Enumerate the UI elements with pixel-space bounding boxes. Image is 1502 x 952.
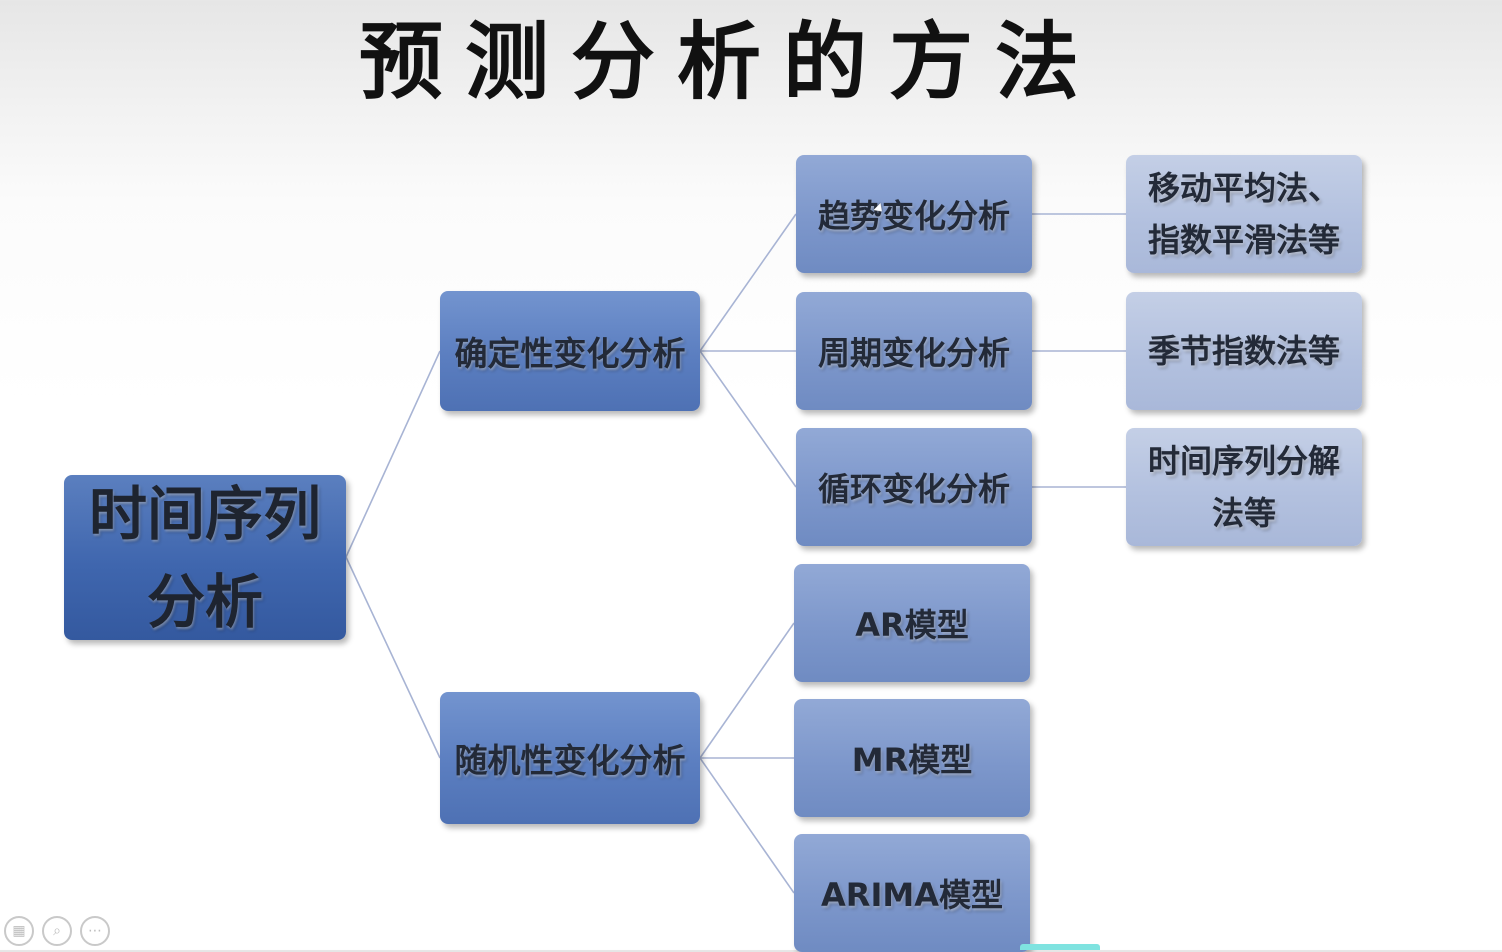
- slides-icon[interactable]: ▦: [4, 916, 34, 946]
- node-ar-model: AR模型: [794, 564, 1030, 682]
- node-periodic-analysis: 周期变化分析: [796, 292, 1032, 410]
- node-mr-model: MR模型: [794, 699, 1030, 817]
- connector-root-random: [345, 556, 441, 759]
- more-icon[interactable]: ⋯: [80, 916, 110, 946]
- node-seasonal-index: 季节指数法等: [1126, 292, 1362, 410]
- page-title: 预测分析的方法: [358, 12, 1101, 111]
- node-cyclic-analysis: 循环变化分析: [796, 428, 1032, 546]
- connector-random-ar: [699, 622, 795, 759]
- node-time-series-analysis: 时间序列分析: [64, 475, 346, 640]
- connector-deterministic-trend: [699, 213, 797, 352]
- zoom-icon[interactable]: ⌕: [42, 916, 72, 946]
- accent-bar: [1020, 944, 1100, 950]
- node-arima-model: ARIMA模型: [794, 834, 1030, 952]
- node-deterministic-analysis: 确定性变化分析: [440, 291, 700, 411]
- connector-random-arima: [699, 757, 795, 894]
- connector-deterministic-cyclic: [699, 350, 797, 488]
- node-decomposition: 时间序列分解法等: [1126, 428, 1362, 546]
- node-random-analysis: 随机性变化分析: [440, 692, 700, 824]
- connector-root-deterministic: [345, 350, 441, 558]
- slide-controls: ▦ ⌕ ⋯: [4, 916, 110, 946]
- node-trend-analysis: 趋势变化分析: [796, 155, 1032, 273]
- node-moving-average: 移动平均法、指数平滑法等: [1126, 155, 1362, 273]
